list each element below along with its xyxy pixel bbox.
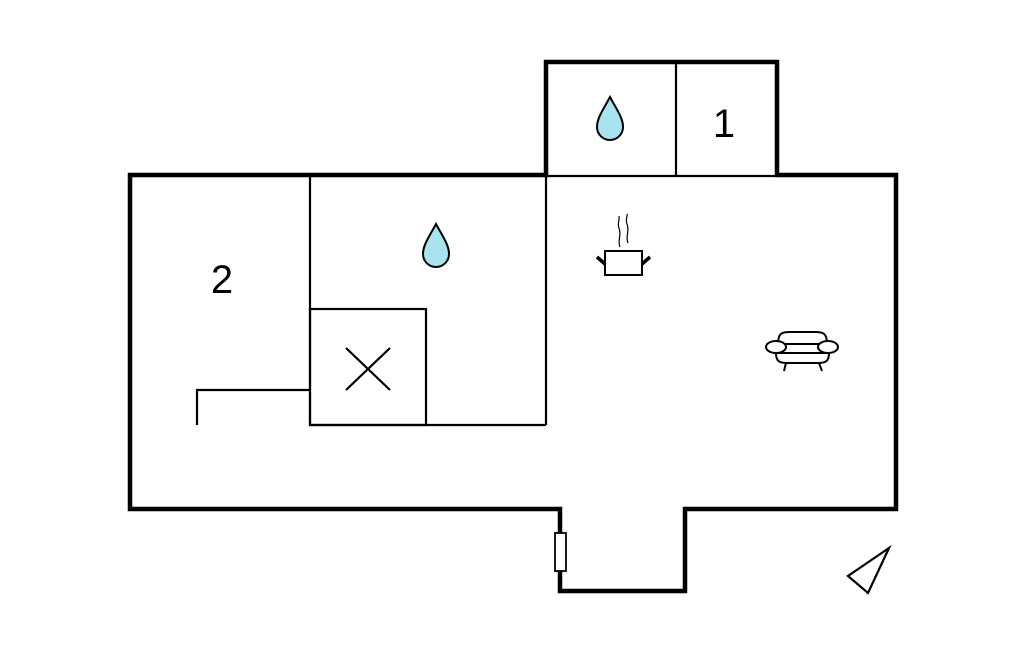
inner-walls	[195, 62, 777, 427]
door-icon	[554, 532, 567, 572]
water-drop-icon	[595, 94, 625, 141]
outer-wall	[127, 59, 899, 594]
compass-arrow-icon	[846, 544, 892, 595]
water-drop-icon	[421, 221, 451, 268]
room-label-2: 2	[211, 258, 233, 302]
stairs-x-icon	[308, 307, 428, 427]
cooking-pot-icon	[595, 213, 652, 276]
room-label-1: 1	[713, 102, 735, 146]
sofa-icon	[765, 331, 839, 372]
